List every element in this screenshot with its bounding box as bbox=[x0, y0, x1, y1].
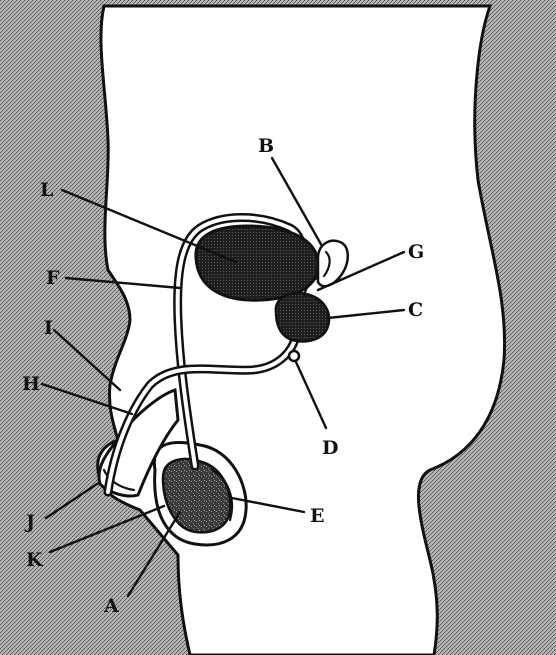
prostate bbox=[276, 293, 329, 341]
label-g: G bbox=[408, 241, 424, 263]
label-h: H bbox=[22, 373, 40, 395]
label-l: L bbox=[40, 179, 53, 201]
label-d: D bbox=[322, 437, 338, 459]
label-b: B bbox=[258, 135, 274, 157]
label-i: I bbox=[44, 317, 53, 339]
label-k: K bbox=[26, 549, 44, 571]
bladder bbox=[196, 226, 318, 300]
label-c: C bbox=[408, 299, 423, 321]
label-j: J bbox=[24, 511, 35, 533]
label-e: E bbox=[310, 505, 324, 527]
label-a: A bbox=[103, 595, 119, 617]
label-f: F bbox=[46, 267, 60, 289]
bulbourethral-gland bbox=[289, 351, 299, 361]
